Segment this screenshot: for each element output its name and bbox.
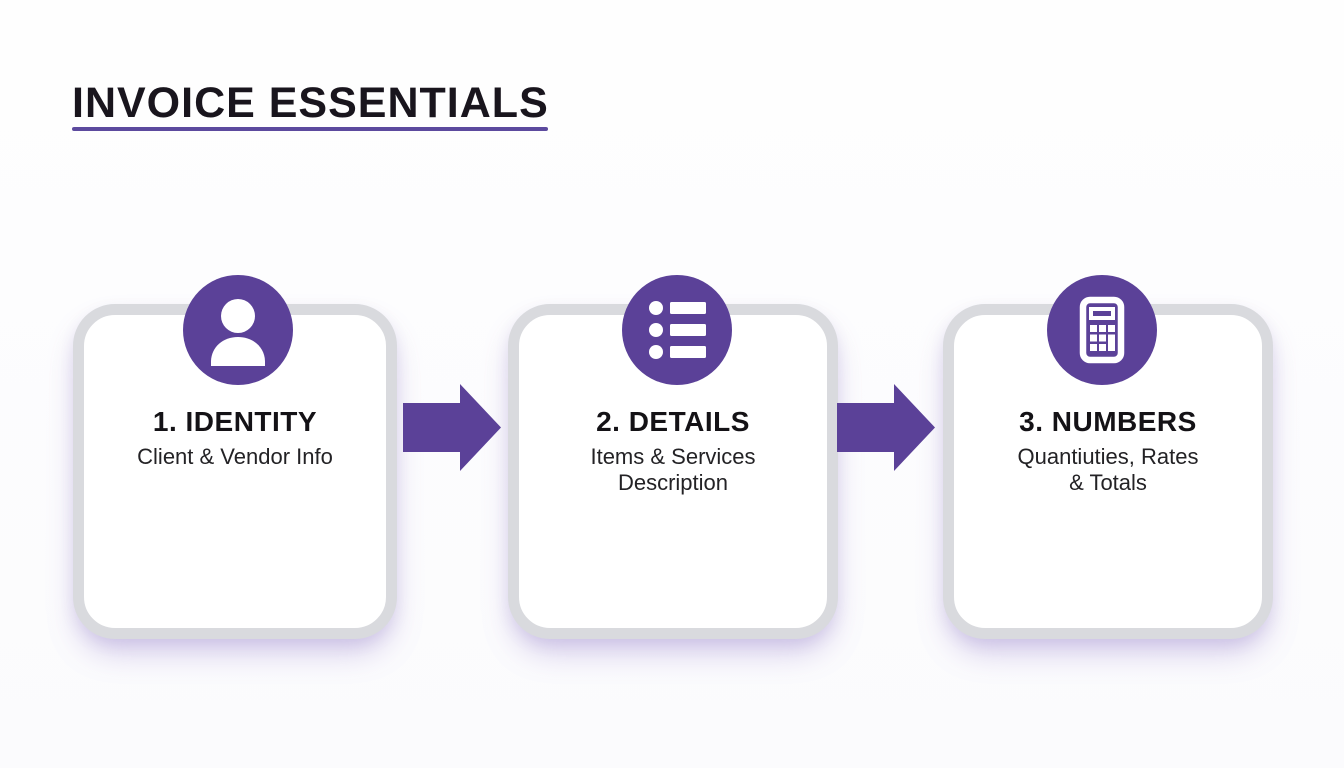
step-description-line: & Totals xyxy=(1069,470,1147,495)
step-heading: 3. NUMBERS xyxy=(1019,406,1197,437)
step-description: Quantiuties, Rates & Totals xyxy=(1018,444,1199,496)
step-heading: 1. IDENTITY xyxy=(152,406,318,437)
step-description-line: Client & Vendor Info xyxy=(137,444,333,469)
step-description: Client & Vendor Info xyxy=(137,444,333,470)
flow-arrow-right-icon xyxy=(403,384,501,471)
flow-arrow-right-icon xyxy=(837,384,935,471)
step-description-line: Description xyxy=(617,470,729,495)
title-underline xyxy=(72,127,548,131)
step-description-line: Items & Services xyxy=(590,444,756,469)
person-icon xyxy=(183,275,293,385)
step-description-line: Quantiuties, Rates xyxy=(1017,444,1199,469)
calculator-icon xyxy=(1047,275,1157,385)
step-description: Items & Services Description xyxy=(590,444,755,496)
step-heading: 2. DETAILS xyxy=(596,406,750,437)
page-title: INVOICE ESSENTIALS xyxy=(72,79,549,127)
list-icon xyxy=(622,275,732,385)
